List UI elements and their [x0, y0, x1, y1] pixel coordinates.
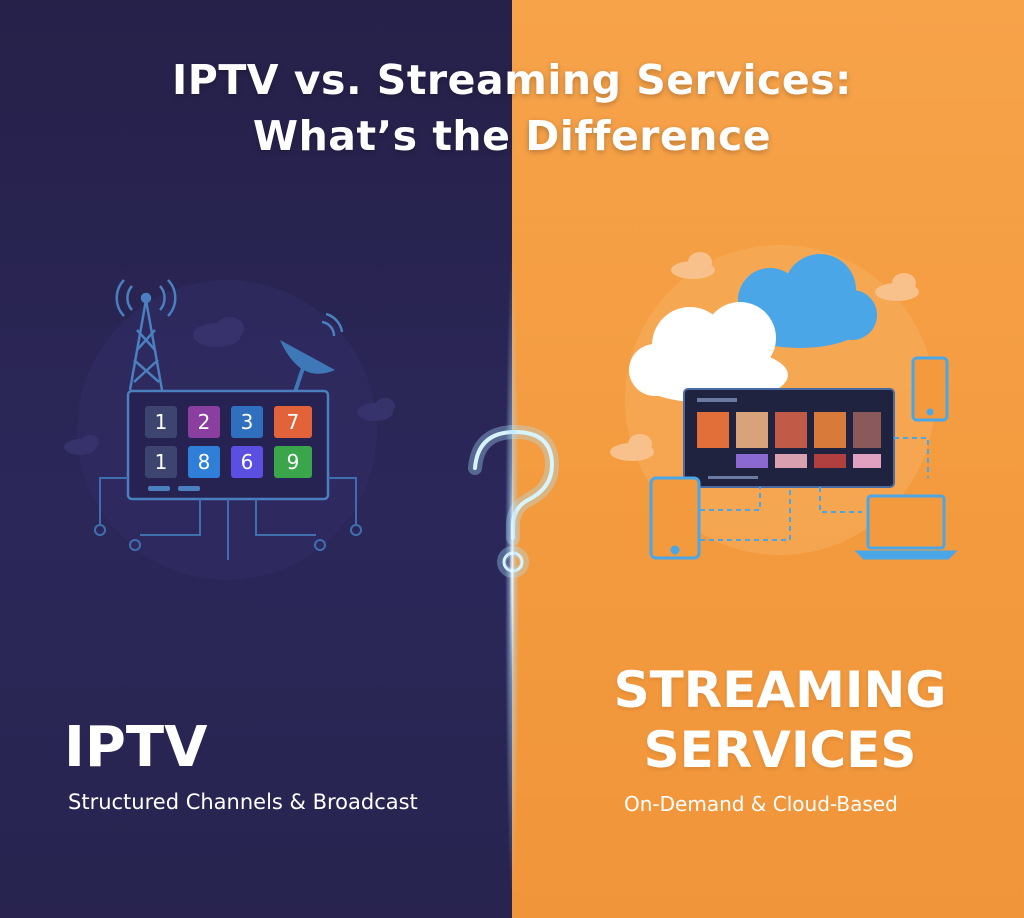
streaming-heading: STREAMING SERVICES — [600, 660, 960, 780]
channel-tile[interactable] — [231, 406, 263, 438]
channel-number: 7 — [287, 410, 300, 434]
left-clouds — [64, 317, 395, 455]
streaming-heading-line-2: SERVICES — [643, 721, 917, 779]
channel-number: 8 — [198, 450, 211, 474]
tablet-icon — [649, 476, 701, 560]
page-title: IPTV vs. Streaming Services: What’s the … — [0, 52, 1024, 164]
channel-number: 6 — [241, 450, 254, 474]
right-clouds — [610, 252, 919, 461]
channel-tile[interactable] — [274, 406, 312, 438]
channel-number: 3 — [241, 410, 254, 434]
title-line-2: What’s the Difference — [252, 112, 772, 160]
channel-tile[interactable] — [274, 446, 312, 478]
channel-number: 9 — [287, 450, 300, 474]
movie-thumbnails — [697, 398, 881, 479]
channel-tile[interactable] — [145, 446, 177, 478]
iptv-subtitle: Structured Channels & Broadcast — [68, 790, 418, 814]
channel-tile[interactable] — [188, 446, 220, 478]
tv-button — [148, 486, 170, 491]
streaming-subtitle: On-Demand & Cloud-Based — [624, 792, 898, 816]
circuit-lines — [94, 477, 362, 560]
channel-number: 2 — [198, 410, 211, 434]
channel-grid: 1 2 3 7 1 8 6 9 — [145, 406, 312, 478]
channel-tile[interactable] — [231, 446, 263, 478]
channel-tile[interactable] — [145, 406, 177, 438]
smartphone-icon — [911, 356, 949, 422]
antenna-tower-icon — [115, 279, 177, 391]
streaming-heading-line-1: STREAMING — [613, 661, 947, 719]
channel-tile[interactable] — [188, 406, 220, 438]
satellite-dish-icon — [280, 312, 344, 393]
connector-lines — [700, 437, 929, 541]
laptop-icon — [854, 494, 958, 560]
iptv-heading: IPTV — [64, 715, 208, 780]
title-line-1: IPTV vs. Streaming Services: — [172, 56, 852, 104]
channel-number: 1 — [155, 410, 168, 434]
center-glow — [505, 250, 519, 900]
tv-button — [178, 486, 200, 491]
channel-number: 1 — [155, 450, 168, 474]
